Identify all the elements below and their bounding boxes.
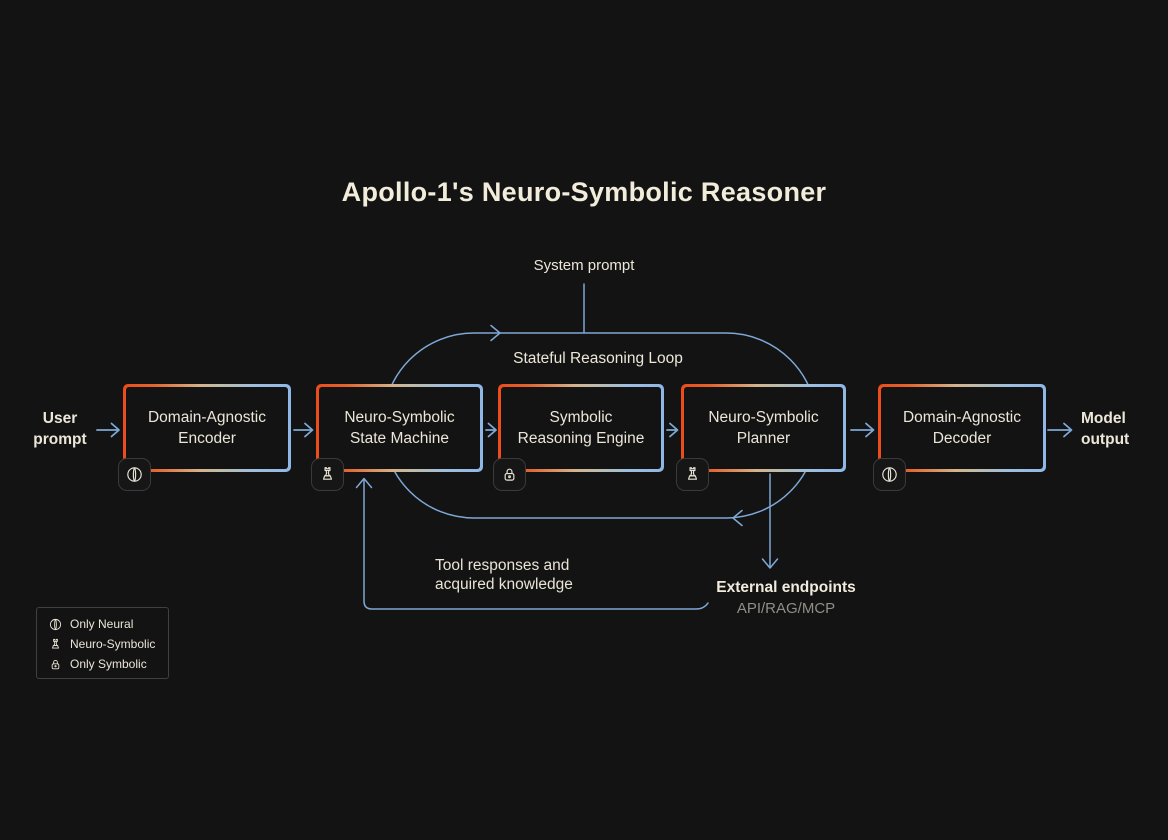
node-encoder: Domain-Agnostic Encoder xyxy=(118,384,291,491)
node-state-machine: Neuro-Symbolic State Machine xyxy=(311,384,483,491)
model-output-label: Model output xyxy=(1081,410,1130,448)
node-label-line2: Decoder xyxy=(932,430,992,447)
loop-label: Stateful Reasoning Loop xyxy=(513,350,683,367)
node-badge xyxy=(873,458,906,491)
node-badge xyxy=(676,458,709,491)
external-endpoints-subtitle: API/RAG/MCP xyxy=(736,600,836,617)
arrow-state-machine-to-engine xyxy=(485,422,497,438)
arrow-decoder-to-output xyxy=(1047,422,1073,438)
node-label-line1: Neuro-Symbolic xyxy=(708,409,819,426)
legend-item-only-symbolic: Only Symbolic xyxy=(49,657,160,671)
loop-bottom-arrowhead xyxy=(732,509,743,527)
lock-icon xyxy=(51,659,60,669)
arrow-planner-to-decoder xyxy=(850,422,875,438)
loop-top-arrowhead xyxy=(490,324,501,342)
page-title: Apollo-1's Neuro-Symbolic Reasoner xyxy=(341,177,827,207)
brain-icon xyxy=(49,618,62,630)
legend-label: Only Symbolic xyxy=(70,657,147,671)
feedback-arrowhead xyxy=(355,477,373,489)
arrow-user-to-encoder xyxy=(96,422,120,438)
chess-piece-icon xyxy=(687,467,698,480)
node-label-line2: Planner xyxy=(736,430,791,447)
node-label-line1: Neuro-Symbolic xyxy=(344,409,455,426)
legend: Only Neural Neuro-Symbolic Only Symbolic xyxy=(36,607,169,679)
tool-responses-label: Tool responses and acquired knowledge xyxy=(435,557,573,593)
legend-item-neuro-symbolic: Neuro-Symbolic xyxy=(49,637,160,651)
external-endpoints-title: External endpoints xyxy=(716,579,856,596)
arrow-encoder-to-state-machine xyxy=(293,422,314,438)
system-prompt-label: System prompt xyxy=(533,257,635,274)
node-planner: Neuro-Symbolic Planner xyxy=(676,384,846,491)
node-label-line1: Domain-Agnostic xyxy=(902,409,1022,426)
node-decoder: Domain-Agnostic Decoder xyxy=(873,384,1046,491)
node-badge xyxy=(118,458,151,491)
user-prompt-label: User prompt xyxy=(33,410,87,448)
brain-icon xyxy=(127,467,142,482)
arrow-engine-to-planner xyxy=(666,422,679,438)
lock-icon xyxy=(504,468,515,481)
chess-piece-icon xyxy=(322,467,333,480)
brain-icon xyxy=(882,467,897,482)
legend-item-only-neural: Only Neural xyxy=(49,617,160,631)
node-label-line1: Domain-Agnostic xyxy=(147,409,267,426)
node-label-line2: Encoder xyxy=(178,430,236,447)
node-reasoning-engine: Symbolic Reasoning Engine xyxy=(493,384,664,491)
external-endpoints-label: External endpoints API/RAG/MCP xyxy=(686,579,886,617)
node-label-line2: State Machine xyxy=(349,430,450,447)
legend-label: Only Neural xyxy=(70,617,134,631)
node-badge xyxy=(493,458,526,491)
external-endpoints-arrowhead xyxy=(761,558,779,569)
node-label-line2: Reasoning Engine xyxy=(517,430,645,447)
chess-piece-icon xyxy=(52,638,59,649)
node-badge xyxy=(311,458,344,491)
node-label-line1: Symbolic xyxy=(549,409,613,426)
legend-label: Neuro-Symbolic xyxy=(70,637,156,651)
